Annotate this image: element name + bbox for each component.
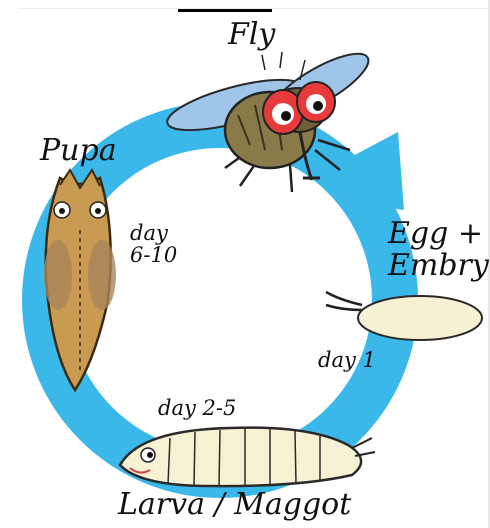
pupa-day-label: day 6-10 <box>130 222 200 266</box>
larva-maggot-label: Larva / Maggot <box>118 490 351 520</box>
larva-day-label: day 2-5 <box>158 398 236 419</box>
egg-illustration <box>326 292 482 340</box>
egg-label-line2: Embryo <box>388 250 488 282</box>
fly-label: Fly <box>228 20 275 50</box>
pupa-label: Pupa <box>40 136 117 166</box>
egg-day-label: day 1 <box>318 350 376 371</box>
egg-embryo-label: Egg + Embryo <box>388 218 488 281</box>
pupa-day-line2: 6-10 <box>130 244 200 266</box>
egg-label-line1: Egg + <box>388 218 488 250</box>
pupa-day-line1: day <box>130 222 200 244</box>
